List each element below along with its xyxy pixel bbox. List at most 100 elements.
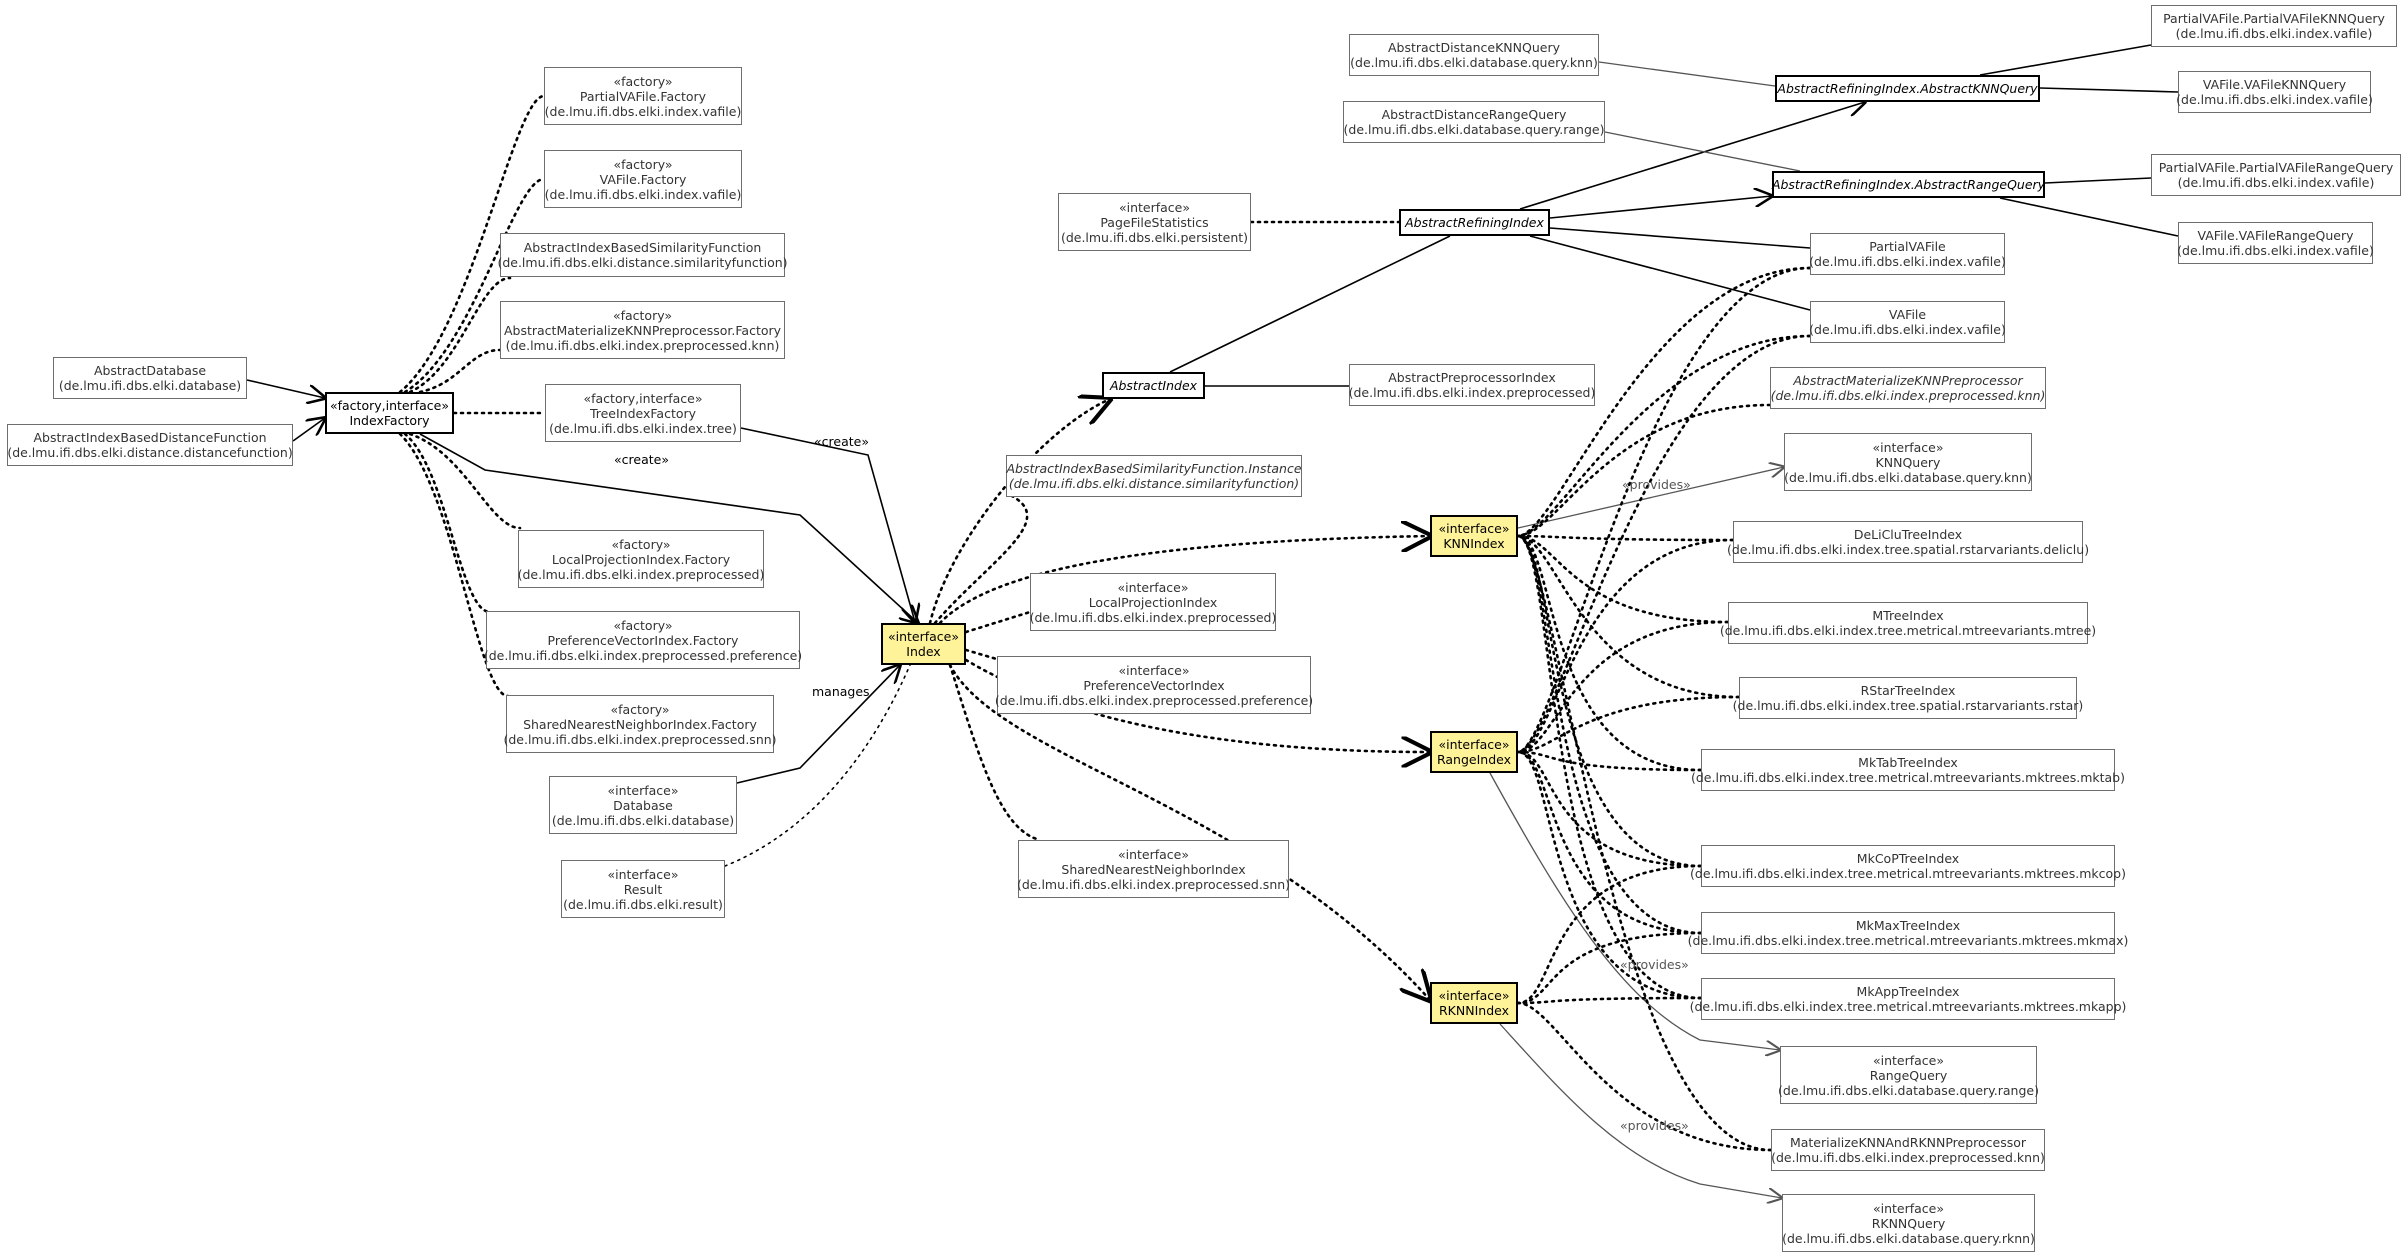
- node-text-line: (de.lmu.ifi.dbs.elki.index.tree.metrical…: [1691, 770, 2125, 785]
- node-rknn-query[interactable]: «interface»RKNNQuery(de.lmu.ifi.dbs.elki…: [1782, 1194, 2035, 1252]
- edge-partialvafile-implements-knn: [1516, 266, 1812, 538]
- node-text-line: «interface»: [607, 866, 679, 882]
- node-knn-index[interactable]: «interface»KNNIndex: [1430, 515, 1518, 557]
- node-text-line: DeLiCluTreeIndex: [1853, 527, 1963, 542]
- node-index-factory[interactable]: «factory,interface»IndexFactory: [325, 392, 454, 434]
- edge-rstar-tree-index-implements-knn: [1516, 534, 1741, 699]
- edge-database-manages-index: [736, 665, 900, 784]
- node-text-line: VAFile.VAFileRangeQuery: [2197, 228, 2354, 243]
- node-abstract-index-based-similarity-function[interactable]: AbstractIndexBasedSimilarityFunction(de.…: [497, 233, 788, 277]
- node-abstract-index-based-similarity-function-instance[interactable]: AbstractIndexBasedSimilarityFunction.Ins…: [1006, 455, 1302, 497]
- edge-mtree-index-implements-range: [1516, 620, 1730, 754]
- node-result[interactable]: «interface»Result(de.lmu.ifi.dbs.elki.re…: [561, 860, 725, 918]
- edge-refining-knn-query: [1519, 102, 1865, 210]
- node-knn-query[interactable]: «interface»KNNQuery(de.lmu.ifi.dbs.elki.…: [1784, 433, 2032, 491]
- node-text-line: MkCoPTreeIndex: [1856, 851, 1960, 866]
- node-text-line: «interface»: [1118, 199, 1191, 215]
- node-abstract-index[interactable]: AbstractIndex: [1102, 372, 1205, 399]
- node-index[interactable]: «interface»Index: [881, 623, 966, 665]
- node-text-line: (de.lmu.ifi.dbs.elki.database): [58, 378, 242, 393]
- node-materialize-knn-and-rknn-preprocessor[interactable]: MaterializeKNNAndRKNNPreprocessor(de.lmu…: [1771, 1129, 2045, 1171]
- node-shared-nearest-neighbor-index-factory[interactable]: «factory»SharedNearestNeighborIndex.Fact…: [503, 695, 777, 753]
- node-text-line: AbstractIndex: [1109, 378, 1198, 393]
- node-text-line: PartialVAFile: [1869, 239, 1946, 254]
- node-text-line: (de.lmu.ifi.dbs.elki.index.preprocessed.…: [483, 647, 803, 663]
- node-text-line: PartialVAFile.PartialVAFileKNNQuery: [2163, 11, 2385, 26]
- node-mkmax-tree-index[interactable]: MkMaxTreeIndex(de.lmu.ifi.dbs.elki.index…: [1688, 912, 2128, 954]
- node-text-line: «factory»: [611, 536, 671, 552]
- node-text-line: «interface»: [1117, 579, 1189, 595]
- edge-label-create-tree: «create»: [814, 434, 869, 449]
- node-database[interactable]: «interface»Database(de.lmu.ifi.dbs.elki.…: [549, 776, 737, 834]
- node-text-line: LocalProjectionIndex.Factory: [551, 551, 731, 567]
- edge-mkapp-tree-index-implements-range: [1516, 750, 1703, 1000]
- node-text-line: (de.lmu.ifi.dbs.elki.index.preprocessed): [517, 566, 765, 582]
- node-partialvafile-partialvafile-range-query[interactable]: PartialVAFile.PartialVAFileRangeQuery(de…: [2151, 154, 2401, 196]
- node-text-line: «interface»: [1872, 439, 1944, 455]
- node-abstract-refining-index-abstract-knn-query[interactable]: AbstractRefiningIndex.AbstractKNNQuery: [1775, 75, 2040, 102]
- edge-refining-partialvafile: [1549, 227, 1811, 249]
- node-preference-vector-index-factory[interactable]: «factory»PreferenceVectorIndex.Factory(d…: [483, 611, 803, 669]
- node-local-projection-index[interactable]: «interface»LocalProjectionIndex(de.lmu.i…: [1030, 573, 1276, 631]
- node-mkapp-tree-index[interactable]: MkAppTreeIndex(de.lmu.ifi.dbs.elki.index…: [1690, 978, 2126, 1020]
- node-range-query[interactable]: «interface»RangeQuery(de.lmu.ifi.dbs.elk…: [1778, 1046, 2039, 1104]
- edge-distance-knn-query-generalization: [1598, 61, 1776, 87]
- node-abstract-distance-knn-query[interactable]: AbstractDistanceKNNQuery(de.lmu.ifi.dbs.…: [1349, 34, 1599, 76]
- node-text-line: AbstractRefiningIndex: [1405, 215, 1544, 230]
- node-vafile-factory[interactable]: «factory»VAFile.Factory(de.lmu.ifi.dbs.e…: [544, 150, 742, 208]
- node-abstract-database[interactable]: AbstractDatabase(de.lmu.ifi.dbs.elki.dat…: [53, 357, 247, 399]
- node-text-line: KNNQuery: [1875, 454, 1941, 470]
- node-vafile[interactable]: VAFile(de.lmu.ifi.dbs.elki.index.vafile): [1809, 301, 2006, 343]
- node-text-line: RangeQuery: [1869, 1067, 1948, 1083]
- node-abstract-refining-index-abstract-range-query[interactable]: AbstractRefiningIndex.AbstractRangeQuery: [1772, 171, 2045, 198]
- node-tree-index-factory[interactable]: «factory,interface»TreeIndexFactory(de.l…: [545, 384, 741, 442]
- edge-vafile-implements-range: [1516, 334, 1812, 754]
- node-shared-nearest-neighbor-index[interactable]: «interface»SharedNearestNeighborIndex(de…: [1016, 840, 1291, 898]
- node-rstar-tree-index[interactable]: RStarTreeIndex(de.lmu.ifi.dbs.elki.index…: [1733, 677, 2083, 719]
- edge-refining-vafile: [1529, 235, 1811, 311]
- node-partialvafile[interactable]: PartialVAFile(de.lmu.ifi.dbs.elki.index.…: [1809, 233, 2006, 275]
- node-mktab-tree-index[interactable]: MkTabTreeIndex(de.lmu.ifi.dbs.elki.index…: [1691, 749, 2125, 791]
- node-mkcop-tree-index[interactable]: MkCoPTreeIndex(de.lmu.ifi.dbs.elki.index…: [1690, 845, 2126, 887]
- node-vafile-vafile-knn-query[interactable]: VAFile.VAFileKNNQuery(de.lmu.ifi.dbs.elk…: [2176, 71, 2373, 113]
- node-text-line: KNNIndex: [1443, 536, 1505, 551]
- node-text-line: (de.lmu.ifi.dbs.elki.index.vafile): [2176, 92, 2373, 107]
- node-vafile-vafile-range-query[interactable]: VAFile.VAFileRangeQuery(de.lmu.ifi.dbs.e…: [2177, 222, 2374, 264]
- node-page-file-statistics[interactable]: «interface»PageFileStatistics(de.lmu.ifi…: [1058, 193, 1251, 251]
- node-text-line: «factory»: [613, 156, 673, 172]
- edge-mkcop-tree-index-implements-range: [1516, 750, 1703, 868]
- node-text-line: (de.lmu.ifi.dbs.elki.index.vafile): [1809, 254, 2006, 269]
- node-local-projection-index-factory[interactable]: «factory»LocalProjectionIndex.Factory(de…: [518, 530, 764, 588]
- node-partialvafile-factory[interactable]: «factory»PartialVAFile.Factory(de.lmu.if…: [544, 67, 742, 125]
- node-abstract-materialize-knn-preprocessor[interactable]: AbstractMaterializeKNNPreprocessor(de.lm…: [1770, 367, 2046, 409]
- node-text-line: IndexFactory: [349, 413, 430, 428]
- edge-mtree-index-implements-knn: [1516, 534, 1730, 624]
- node-mtree-index[interactable]: MTreeIndex(de.lmu.ifi.dbs.elki.index.tre…: [1720, 602, 2096, 644]
- edge-label-provides-range: «provides»: [1620, 957, 1689, 972]
- node-abstract-preprocessor-index[interactable]: AbstractPreprocessorIndex(de.lmu.ifi.dbs…: [1349, 364, 1595, 406]
- node-text-line: SharedNearestNeighborIndex.Factory: [523, 716, 757, 732]
- node-partialvafile-partialvafile-knn-query[interactable]: PartialVAFile.PartialVAFileKNNQuery(de.l…: [2151, 5, 2397, 47]
- edge-mktab-tree-index-implements-knn: [1516, 534, 1703, 772]
- node-deliclu-tree-index[interactable]: DeLiCluTreeIndex(de.lmu.ifi.dbs.elki.ind…: [1727, 521, 2089, 563]
- node-text-line: «factory»: [610, 701, 670, 717]
- node-text-line: (de.lmu.ifi.dbs.elki.index.preprocessed.…: [505, 337, 780, 353]
- edge-mktab-tree-index-implements-range: [1516, 750, 1703, 772]
- node-abstract-index-based-distance-function[interactable]: AbstractIndexBasedDistanceFunction(de.lm…: [7, 424, 293, 466]
- node-preference-vector-index[interactable]: «interface»PreferenceVectorIndex(de.lmu.…: [995, 656, 1313, 714]
- node-text-line: (de.lmu.ifi.dbs.elki.index.preprocessed.…: [1016, 876, 1291, 892]
- node-text-line: (de.lmu.ifi.dbs.elki.database.query.rang…: [1778, 1082, 2039, 1098]
- node-range-index[interactable]: «interface»RangeIndex: [1430, 731, 1518, 773]
- node-abstract-refining-index[interactable]: AbstractRefiningIndex: [1399, 209, 1550, 236]
- node-text-line: (de.lmu.ifi.dbs.elki.result): [563, 896, 723, 912]
- node-text-line: (de.lmu.ifi.dbs.elki.distance.similarity…: [1008, 476, 1300, 491]
- edge-mkapp-tree-index-implements-rknn: [1516, 996, 1703, 1005]
- node-abstract-distance-range-query[interactable]: AbstractDistanceRangeQuery(de.lmu.ifi.db…: [1343, 101, 1605, 143]
- node-rknn-index[interactable]: «interface»RKNNIndex: [1430, 982, 1518, 1024]
- node-abstract-materialize-knn-preprocessor-factory[interactable]: «factory»AbstractMaterializeKNNPreproces…: [500, 301, 785, 359]
- node-text-line: (de.lmu.ifi.dbs.elki.index.tree): [549, 420, 737, 436]
- node-text-line: (de.lmu.ifi.dbs.elki.index.preprocessed.…: [1770, 388, 2046, 403]
- node-text-line: «interface»: [1872, 1200, 1945, 1216]
- node-text-line: (de.lmu.ifi.dbs.elki.index.preprocessed): [1029, 609, 1277, 625]
